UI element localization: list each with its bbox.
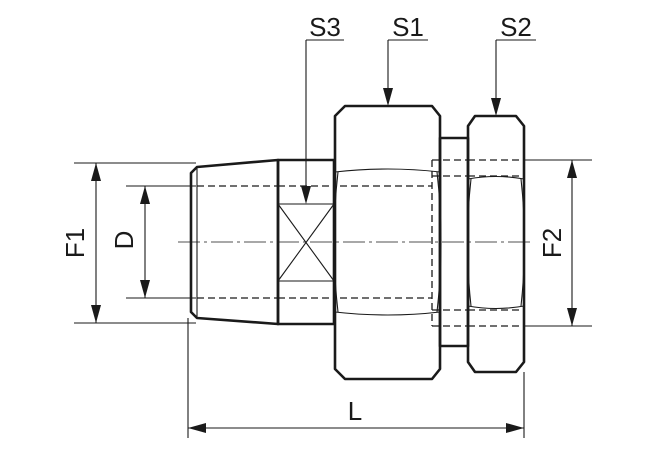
dimension-d [126, 185, 196, 299]
label-f2: F2 [537, 228, 567, 258]
dimension-f2 [524, 159, 592, 327]
label-f1: F1 [60, 228, 90, 258]
leader-s2 [491, 39, 536, 116]
s2-hex-nut [466, 114, 526, 374]
dimension-f1 [74, 162, 196, 324]
s1-hex-nut [333, 104, 442, 381]
label-d: D [109, 231, 139, 250]
leader-s1 [383, 39, 428, 106]
label-s1: S1 [392, 12, 424, 42]
dimension-l [187, 318, 525, 438]
label-s2: S2 [500, 12, 532, 42]
leader-s3 [301, 39, 344, 204]
label-l: L [348, 396, 362, 426]
label-s3: S3 [309, 12, 341, 42]
